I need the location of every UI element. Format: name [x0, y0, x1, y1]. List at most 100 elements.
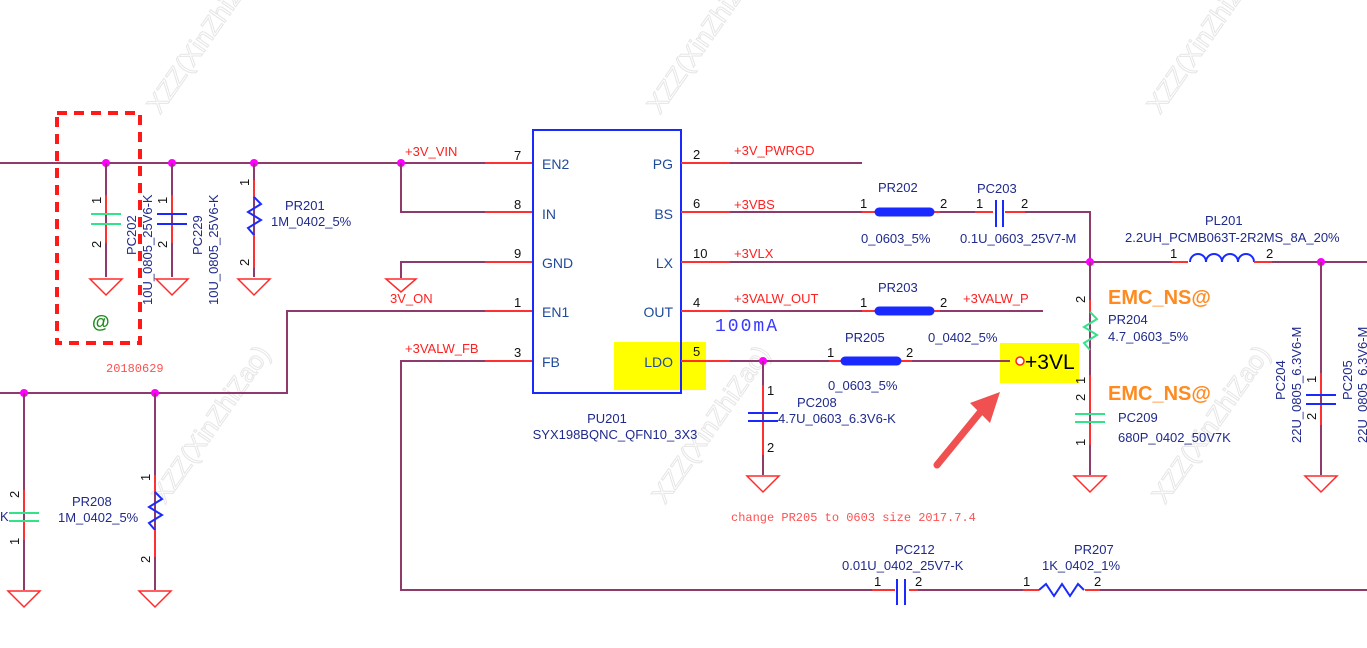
- svg-text:9: 9: [514, 246, 521, 261]
- svg-text:1: 1: [860, 295, 867, 310]
- resistor-pr205: 1 2 PR205 0_0603_5%: [759, 330, 913, 393]
- capacitor-pc229: 1 2 PC229 10U_0805_25V6-K: [154, 163, 221, 305]
- svg-text:1: 1: [155, 197, 170, 204]
- dashed-box: [55, 111, 142, 345]
- svg-text:EN2: EN2: [542, 156, 569, 172]
- svg-text:1: 1: [1073, 377, 1088, 384]
- svg-text:+3VALW_OUT: +3VALW_OUT: [734, 291, 818, 306]
- svg-text:+3V_PWRGD: +3V_PWRGD: [734, 143, 815, 158]
- svg-text:3: 3: [514, 345, 521, 360]
- at-sign-label: @: [92, 312, 110, 332]
- svg-text:4: 4: [693, 295, 700, 310]
- svg-text:1: 1: [1073, 439, 1088, 446]
- svg-text:EN1: EN1: [542, 304, 569, 320]
- svg-text:2: 2: [1073, 394, 1088, 401]
- svg-text:BS: BS: [654, 206, 673, 222]
- snubber-pr204-pc209: 2 1 2 1 EMC_NS@ PR204 4.7_0603_5% EMC_NS…: [1072, 262, 1231, 494]
- svg-text:PC203: PC203: [977, 181, 1017, 196]
- svg-text:1M_0402_5%: 1M_0402_5%: [271, 214, 352, 229]
- svg-text:1: 1: [1170, 246, 1177, 261]
- svg-text:PR205: PR205: [845, 330, 885, 345]
- svg-text:+3VBS: +3VBS: [734, 197, 775, 212]
- svg-text:1: 1: [860, 196, 867, 211]
- svg-text:1: 1: [89, 197, 104, 204]
- svg-text:2: 2: [1021, 196, 1028, 211]
- svg-text:4.7_0603_5%: 4.7_0603_5%: [1108, 329, 1189, 344]
- resistor-pr202: 1 2 PR202 0_0603_5%: [860, 180, 947, 246]
- svg-text:1: 1: [827, 345, 834, 360]
- vl-port[interactable]: +3VL: [1015, 351, 1075, 374]
- svg-text:2: 2: [138, 556, 153, 563]
- watermark: XZZ(XinZhiZao): [140, 0, 271, 118]
- svg-text:+3VALW_P: +3VALW_P: [963, 291, 1029, 306]
- emc-label: EMC_NS@: [1108, 287, 1211, 309]
- ldo-highlight: [614, 342, 706, 390]
- svg-text:PC204: PC204: [1273, 360, 1288, 400]
- svg-text:2: 2: [89, 241, 104, 248]
- svg-text:0_0603_5%: 0_0603_5%: [861, 231, 931, 246]
- svg-text:680P_0402_50V7K: 680P_0402_50V7K: [1118, 430, 1231, 445]
- svg-text:1: 1: [237, 179, 252, 186]
- en1-net: 3V_ON: [0, 291, 533, 397]
- svg-text:1: 1: [7, 538, 22, 545]
- ic-pu201: 7 8 9 1 3 EN2 IN GND EN1 FB PG BS LX OUT…: [514, 129, 697, 442]
- svg-text:PG: PG: [653, 156, 673, 172]
- svg-text:PC212: PC212: [895, 542, 935, 557]
- capacitor-pc212: 1 2 PC212 0.01U_0402_25V7-K: [842, 542, 964, 606]
- svg-text:0.1U_0603_25V7-M: 0.1U_0603_25V7-M: [960, 231, 1076, 246]
- gnd-pin9: [383, 261, 533, 293]
- svg-text:PR208: PR208: [72, 494, 112, 509]
- svg-text:4.7U_0603_6.3V6-K: 4.7U_0603_6.3V6-K: [778, 411, 896, 426]
- current-label: 100mA: [715, 317, 779, 337]
- date-label: 20180629: [106, 362, 164, 376]
- svg-text:10U_0805_25V6-K: 10U_0805_25V6-K: [206, 194, 221, 305]
- svg-text:IN: IN: [542, 206, 556, 222]
- inductor-pl201: 1 2 PL201 2.2UH_PCMB063T-2R2MS_8A_20%: [1125, 213, 1340, 264]
- svg-text:PC208: PC208: [797, 395, 837, 410]
- net-label: +3V_VIN: [405, 144, 457, 159]
- svg-text:0.01U_0402_25V7-K: 0.01U_0402_25V7-K: [842, 558, 964, 573]
- svg-text:PU201: PU201: [587, 411, 627, 426]
- capacitor-pc208: 1 2 PC208 4.7U_0603_6.3V6-K: [745, 361, 896, 494]
- emc-label: EMC_NS@: [1108, 383, 1211, 405]
- svg-text:PR201: PR201: [285, 198, 325, 213]
- capacitor-pc202: 1 2 PC202 10U_0805_25V6-K: [88, 163, 155, 305]
- svg-text:8: 8: [514, 197, 521, 212]
- svg-text:2: 2: [1304, 413, 1319, 420]
- svg-text:0_0603_5%: 0_0603_5%: [828, 378, 898, 393]
- svg-text:0_0402_5%: 0_0402_5%: [928, 330, 998, 345]
- svg-text:10: 10: [693, 246, 707, 261]
- svg-text:3V_ON: 3V_ON: [390, 291, 433, 306]
- svg-text:5: 5: [693, 344, 700, 359]
- svg-text:PR204: PR204: [1108, 312, 1148, 327]
- svg-text:2: 2: [767, 440, 774, 455]
- vl-highlight: [1000, 343, 1079, 383]
- svg-text:2: 2: [940, 196, 947, 211]
- svg-text:2: 2: [906, 345, 913, 360]
- svg-text:1: 1: [138, 474, 153, 481]
- svg-text:OUT: OUT: [643, 304, 673, 320]
- capacitor-left: K 2 1: [0, 393, 42, 609]
- svg-text:22U_0805_6.3V6-M: 22U_0805_6.3V6-M: [1355, 327, 1367, 443]
- capacitor-pc203: 1 2 PC203 0.1U_0603_25V7-M: [960, 181, 1091, 262]
- svg-text:1M_0402_5%: 1M_0402_5%: [58, 510, 139, 525]
- svg-text:2: 2: [7, 491, 22, 498]
- svg-text:+3VALW_FB: +3VALW_FB: [405, 341, 479, 356]
- svg-text:1: 1: [1023, 574, 1030, 589]
- svg-text:2: 2: [693, 147, 700, 162]
- svg-text:FB: FB: [542, 354, 560, 370]
- svg-text:K: K: [0, 509, 9, 524]
- vin-net: +3V_VIN: [0, 144, 533, 213]
- svg-text:PC205: PC205: [1340, 360, 1355, 400]
- svg-text:2.2UH_PCMB063T-2R2MS_8A_20%: 2.2UH_PCMB063T-2R2MS_8A_20%: [1125, 230, 1340, 245]
- svg-text:PC229: PC229: [190, 215, 205, 255]
- svg-text:22U_0805_6.3V6-M: 22U_0805_6.3V6-M: [1289, 327, 1304, 443]
- svg-text:PR207: PR207: [1074, 542, 1114, 557]
- svg-text:PC209: PC209: [1118, 410, 1158, 425]
- resistor-pr201: 1 2 PR201 1M_0402_5%: [236, 163, 352, 297]
- svg-text:1: 1: [767, 383, 774, 398]
- resistor-pr203: 1 2 PR203 0_0402_5% +3VALW_P: [860, 280, 1029, 345]
- svg-text:2: 2: [155, 241, 170, 248]
- svg-text:1: 1: [1304, 376, 1319, 383]
